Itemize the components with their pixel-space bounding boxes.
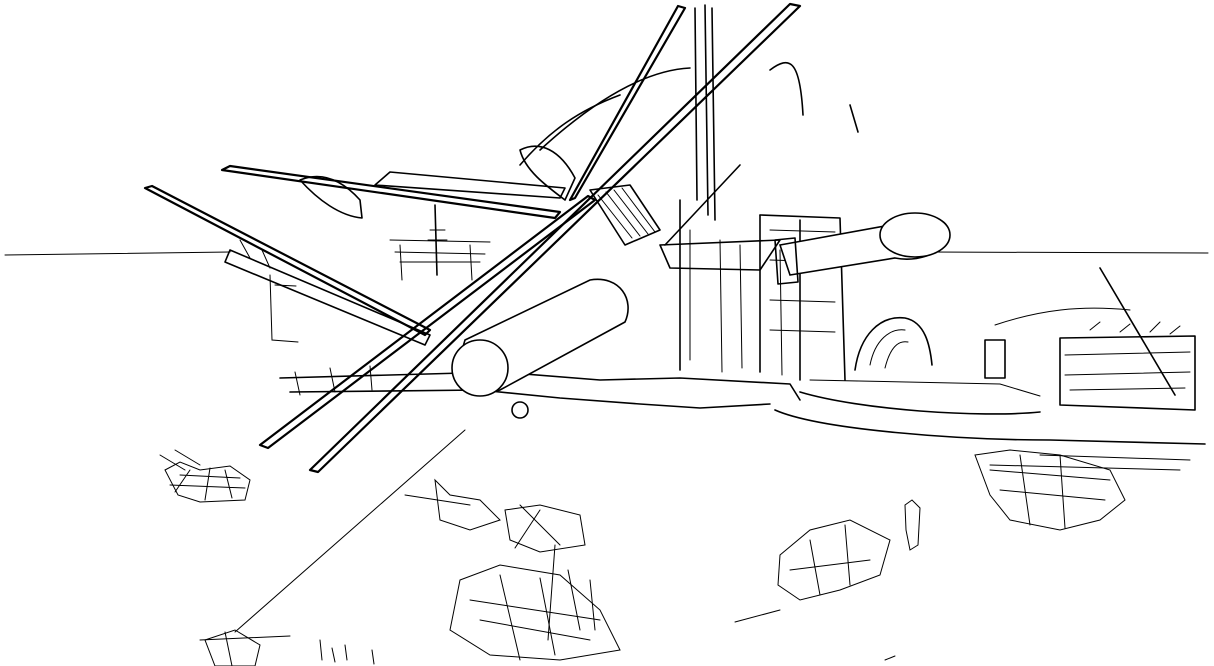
helicopter-tail-boom	[224, 239, 431, 346]
missile-pod	[659, 164, 951, 285]
foreground-strokes	[319, 639, 896, 665]
left-buildings	[389, 204, 491, 281]
helicopter-rotor-blades	[143, 2, 802, 474]
upper-canopy	[769, 61, 859, 133]
foreground-vehicles	[159, 449, 1191, 666]
right-building	[984, 267, 1196, 411]
central-tower	[679, 4, 846, 381]
dome-structure	[854, 307, 1131, 371]
helicopter-fuselage	[451, 67, 691, 419]
ground-platform	[279, 365, 1206, 445]
horizon-line	[4, 251, 1209, 256]
diagonal-wire	[234, 429, 466, 633]
